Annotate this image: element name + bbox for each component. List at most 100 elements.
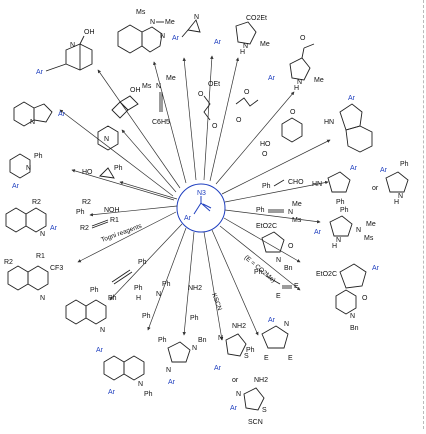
svg-text:S: S	[244, 353, 249, 360]
product-aminothiazole: NH2 N S Ar	[214, 323, 249, 372]
svg-text:Ar: Ar	[314, 229, 322, 236]
svg-text:Ph: Ph	[90, 287, 99, 294]
svg-text:Me: Me	[260, 41, 270, 48]
svg-text:N: N	[150, 19, 155, 26]
svg-text:EtO2C: EtO2C	[256, 223, 277, 230]
svg-text:O: O	[300, 35, 306, 42]
svg-text:Ar: Ar	[350, 165, 358, 172]
svg-text:N: N	[336, 237, 341, 244]
reagent-ynamide-ph: Ph N Me Ms	[256, 201, 302, 224]
product-arylphenylpyrrole: Ph Ar H N	[380, 161, 409, 206]
svg-text:HN: HN	[312, 181, 322, 188]
svg-text:N: N	[100, 327, 105, 334]
product-imidazopyridine: N Ar	[13, 101, 66, 127]
center-circle	[176, 183, 226, 233]
svg-text:N: N	[218, 335, 223, 342]
svg-text:Ph: Ph	[76, 209, 85, 216]
svg-text:NH2: NH2	[254, 377, 268, 384]
svg-text:Ph: Ph	[134, 285, 143, 292]
svg-text:N: N	[156, 83, 161, 90]
product-azirine: N Ar	[172, 14, 201, 42]
svg-text:O: O	[262, 151, 268, 158]
product-scn-thiazole: NH2 N S Ar SCN	[230, 377, 268, 426]
svg-text:Ph: Ph	[336, 199, 345, 206]
svg-text:O: O	[212, 123, 218, 130]
reagent-diester-alkene: Ph E E	[254, 269, 299, 300]
svg-text:Ph: Ph	[256, 207, 265, 214]
svg-text:N: N	[194, 14, 199, 21]
svg-text:NH2: NH2	[232, 323, 246, 330]
svg-text:Ph: Ph	[142, 313, 151, 320]
svg-text:Me: Me	[165, 19, 175, 26]
svg-text:Ar: Ar	[214, 39, 222, 46]
svg-text:Ph: Ph	[108, 295, 117, 302]
svg-text:O: O	[198, 91, 204, 98]
svg-text:H: H	[394, 199, 399, 206]
svg-text:Ar: Ar	[168, 379, 176, 386]
svg-text:Me: Me	[292, 201, 302, 208]
svg-text:N: N	[70, 42, 75, 49]
svg-text:CHO: CHO	[288, 179, 304, 186]
svg-text:N: N	[356, 227, 361, 234]
or-label-bottom: or	[232, 377, 239, 384]
svg-text:N: N	[350, 313, 355, 320]
product-azabicycle: OH N Ar	[36, 29, 95, 76]
svg-text:HN: HN	[324, 119, 334, 126]
svg-text:Ar: Ar	[230, 405, 238, 412]
svg-text:S: S	[262, 407, 267, 414]
reagent-imine: H N Ph Ph	[136, 281, 171, 320]
product-cf3-isoquinoline: R2 R1 CF3 N	[4, 253, 63, 302]
center-n3: N3	[197, 190, 206, 197]
svg-text:Ar: Ar	[36, 69, 44, 76]
svg-text:Bn: Bn	[284, 265, 293, 272]
svg-text:E: E	[288, 355, 293, 362]
reagent-pyridine: N	[97, 125, 119, 151]
svg-text:N: N	[104, 136, 109, 143]
svg-text:Ar: Ar	[50, 225, 58, 232]
svg-text:E: E	[276, 293, 281, 300]
svg-text:N: N	[236, 391, 241, 398]
product-diarylpyrrole: Ar HN Ph	[312, 165, 358, 206]
product-pyrrole-ester: CO2Et H N Ar Me	[214, 15, 270, 56]
svg-text:Ph: Ph	[340, 207, 349, 214]
reagent-oxindole: EtO2C O N Bn	[256, 223, 294, 272]
svg-text:Ar: Ar	[348, 95, 356, 102]
svg-text:N: N	[288, 209, 293, 216]
svg-text:Bn: Bn	[350, 325, 359, 332]
svg-text:Ph: Ph	[158, 337, 167, 344]
svg-text:N: N	[192, 345, 197, 352]
central-vinyl-azide: N3 Ar	[176, 183, 226, 233]
reagent-cyclopropanol: HO Ph	[82, 165, 123, 179]
svg-text:N: N	[156, 291, 161, 298]
reagent-cyclohexanedione: O HO O	[260, 109, 303, 158]
svg-text:H: H	[332, 243, 337, 250]
page-edge-rule	[423, 0, 424, 429]
product-aminopyrrole: Ph Ar H N N Me Ms	[314, 207, 376, 250]
svg-text:Me: Me	[166, 75, 176, 82]
svg-text:Ph: Ph	[162, 281, 171, 288]
svg-text:CF3: CF3	[50, 265, 63, 272]
svg-text:Ar: Ar	[380, 167, 388, 174]
reagent-cyclobutanol: OH	[111, 87, 141, 119]
svg-text:Ph: Ph	[114, 165, 123, 172]
reagent-ynamide: Ms N Me C6H5	[142, 75, 176, 126]
svg-text:R1: R1	[110, 217, 119, 224]
svg-text:CO2Et: CO2Et	[246, 15, 267, 22]
product-tetrahydroindole: Ar HN	[324, 95, 373, 153]
reagent-benzylamine: NH2 Ph	[188, 285, 202, 322]
svg-text:Me: Me	[314, 77, 324, 84]
svg-text:Bn: Bn	[198, 337, 207, 344]
product-imidazole: Ph N Bn N Ar	[158, 337, 207, 386]
reagent-togni: Togni reagents	[100, 222, 143, 243]
svg-text:H: H	[240, 49, 245, 56]
svg-text:Me: Me	[366, 221, 376, 228]
svg-text:O: O	[288, 243, 294, 250]
svg-text:OH: OH	[84, 29, 95, 36]
reagent-ketoester: OEt O O	[198, 81, 220, 130]
product-spirooxindole: EtO2C Ar O N Bn	[316, 263, 380, 332]
svg-text:R2: R2	[82, 199, 91, 206]
svg-text:N: N	[30, 119, 35, 126]
arrows	[59, 55, 331, 341]
svg-text:E: E	[294, 283, 299, 290]
